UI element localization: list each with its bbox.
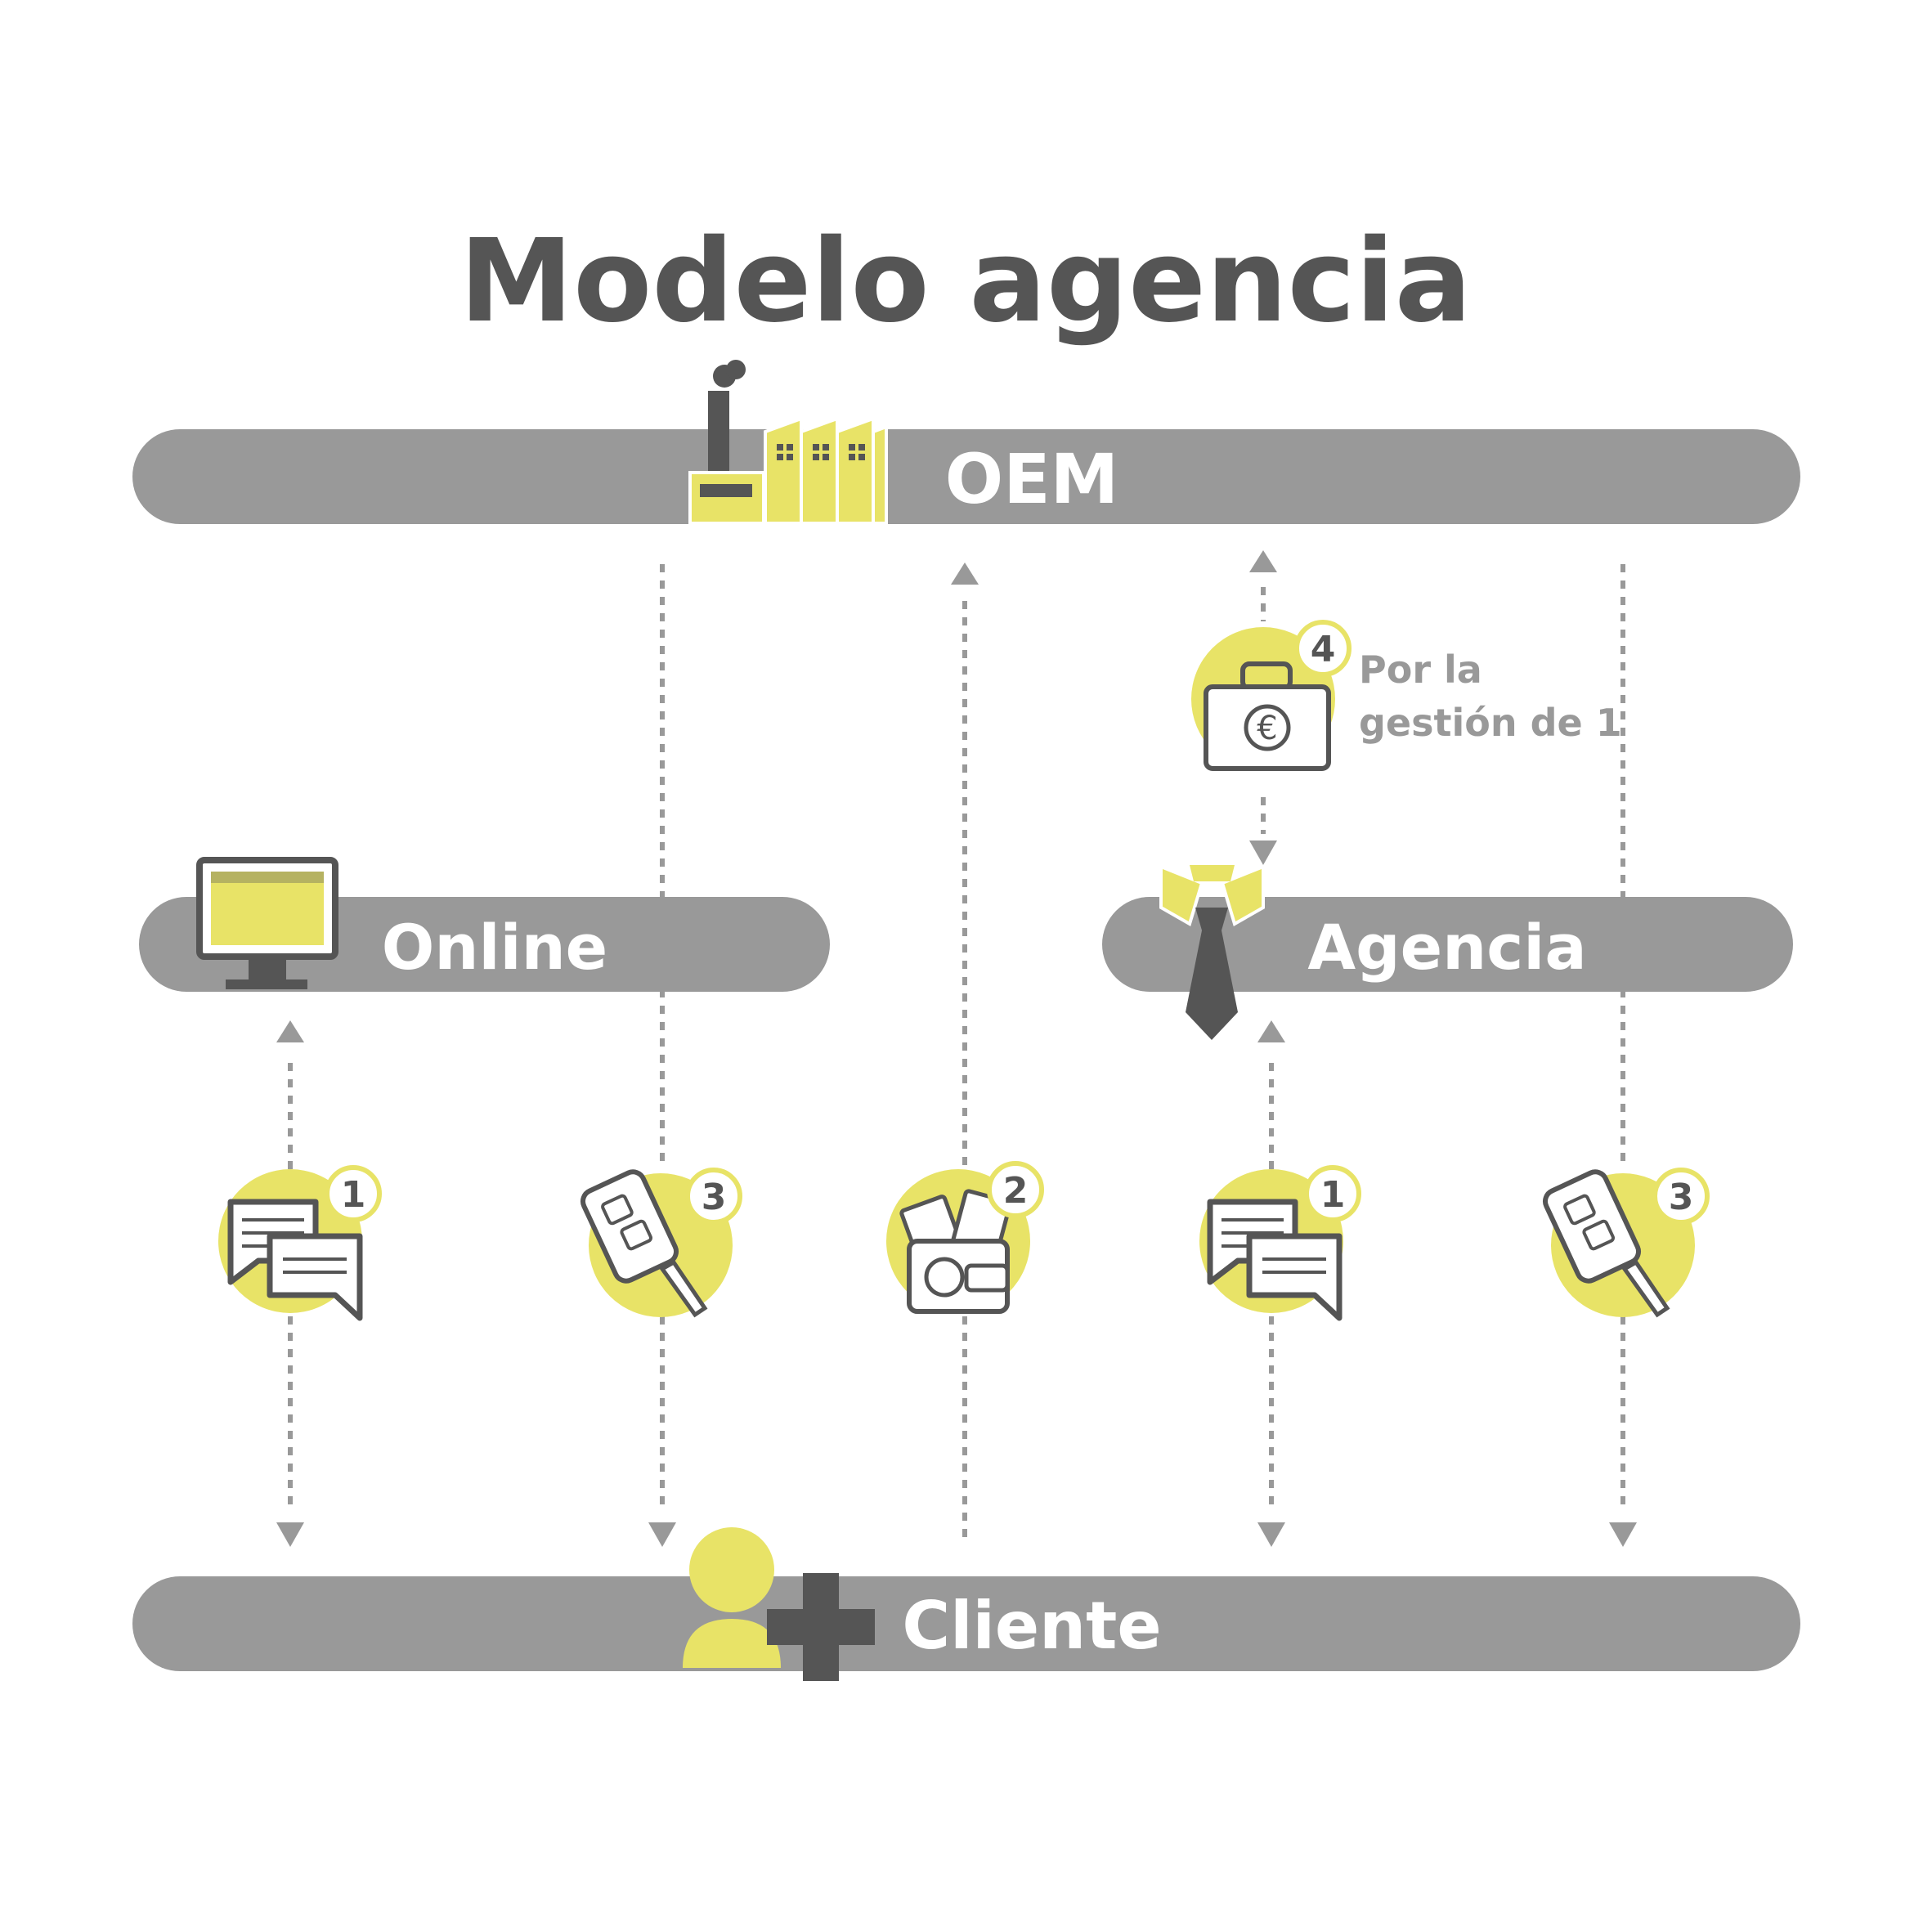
arrow-down-icon [276, 1522, 304, 1547]
arrow-down-icon [648, 1522, 676, 1547]
arrow-up-icon [276, 1020, 304, 1042]
car-key-icon [1542, 1169, 1670, 1318]
bar-online-label: Online [382, 911, 607, 984]
factory-icon [688, 360, 888, 525]
person-plus-icon [683, 1527, 875, 1681]
bar-oem: OEM [132, 429, 1800, 524]
step-commission: € 4 Por la gestión de 1 [1191, 620, 1622, 771]
arrow-down-icon [1249, 840, 1277, 865]
commission-note-line-2: gestión de 1 [1359, 701, 1622, 745]
page-title: Modelo agencia [459, 215, 1472, 348]
arrow-down-icon [1609, 1522, 1637, 1547]
car-key-icon [580, 1169, 708, 1318]
bar-oem-label: OEM [945, 439, 1118, 519]
briefcase-euro-icon: € [1204, 661, 1331, 771]
wallet-money-icon [899, 1189, 1012, 1314]
step-online-keys: 3 [580, 1168, 742, 1318]
arrow-up-icon [1257, 1020, 1285, 1042]
monitor-icon [196, 857, 338, 989]
step-number: 1 [1320, 1174, 1346, 1216]
commission-note-line-1: Por la [1359, 648, 1482, 692]
step-number: 2 [1003, 1170, 1029, 1212]
step-number: 4 [1311, 629, 1336, 670]
arrow-up-icon [951, 563, 979, 585]
chat-bubbles-icon [227, 1199, 363, 1321]
step-online-info: 1 [218, 1165, 382, 1321]
arrow-heads [276, 550, 1637, 1547]
arrow-down-icon [1257, 1522, 1285, 1547]
step-number: 3 [702, 1177, 727, 1218]
shirt-tie-icon [1159, 864, 1265, 1040]
bar-agencia-label: Agencia [1307, 911, 1586, 984]
arrow-up-icon [1249, 550, 1277, 572]
bar-agencia: Agencia [1102, 897, 1793, 992]
bar-cliente-label: Cliente [902, 1588, 1161, 1664]
svg-text:€: € [1257, 710, 1277, 747]
chat-bubbles-icon [1207, 1199, 1343, 1321]
step-number: 3 [1669, 1177, 1694, 1218]
step-agencia-info: 1 [1199, 1165, 1361, 1321]
step-number: 1 [341, 1174, 366, 1216]
step-payment: 2 [886, 1161, 1044, 1314]
step-agencia-keys: 3 [1542, 1168, 1710, 1318]
connectors [288, 564, 1625, 1545]
bar-cliente: Cliente [132, 1576, 1800, 1671]
